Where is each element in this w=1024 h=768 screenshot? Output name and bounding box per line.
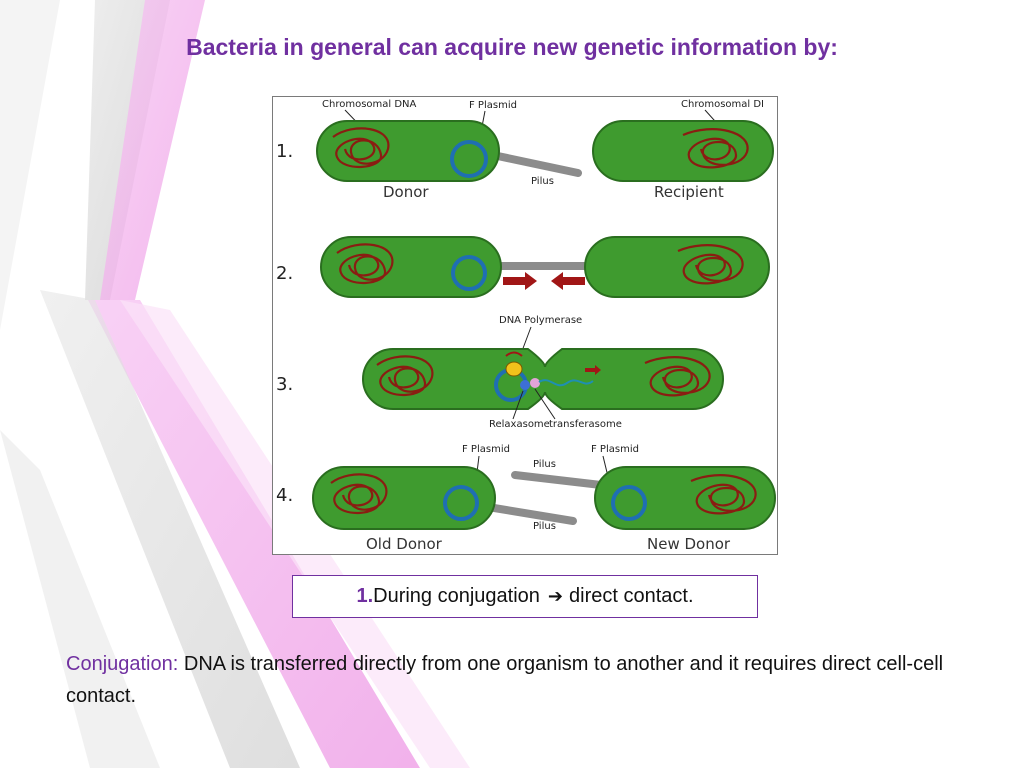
label-donor: Donor (383, 183, 429, 201)
chromosomal-dna (336, 243, 394, 285)
step-number-3: 3. (276, 374, 293, 395)
recipient-cell (584, 236, 770, 298)
pilus (484, 503, 577, 525)
pointer-transferasome (534, 388, 556, 420)
transfer-direction-arrow-icon (585, 365, 601, 375)
chromosomal-dna (644, 356, 711, 397)
chromosomal-dna (677, 244, 744, 285)
relaxasome (520, 380, 530, 390)
chromosomal-dna (376, 355, 434, 397)
f-plasmid (450, 140, 488, 178)
slide-title: Bacteria in general can acquire new gene… (186, 34, 838, 60)
definition-text: DNA is transferred directly from one org… (66, 653, 944, 707)
label-relaxasome: Relaxasome (489, 419, 550, 430)
label-f-plasmid-right: F Plasmid (591, 444, 639, 455)
note-box: 1. During conjugation ➔ direct contact. (292, 575, 758, 618)
chromosomal-dna (682, 128, 749, 169)
label-old-donor: Old Donor (366, 535, 443, 553)
arrow-right-icon (503, 272, 537, 290)
transferred-dna-strand (538, 379, 594, 387)
label-pilus-1: Pilus (531, 176, 554, 187)
label-dna-polymerase: DNA Polymerase (499, 315, 582, 326)
chromosomal-dna (690, 474, 757, 515)
recipient-cell (592, 120, 774, 182)
note-text-after: direct contact. (569, 585, 694, 607)
step-number-4: 4. (276, 485, 293, 506)
conjugation-diagram: 1. 2. 3. 4. Chromosomal DNA F Plasmid Ch… (272, 96, 778, 555)
label-chromosomal-dna-left: Chromosomal DNA (322, 99, 417, 110)
right-arrow-icon: ➔ (547, 586, 564, 606)
polymerase-direction-arrow-icon (505, 351, 523, 357)
label-f-plasmid-left: F Plasmid (462, 444, 510, 455)
label-pilus-4-bottom: Pilus (533, 521, 556, 532)
f-plasmid (443, 485, 479, 521)
transferasome (530, 378, 540, 388)
step-number-1: 1. (276, 141, 293, 162)
f-plasmid (611, 485, 647, 521)
dna-polymerase-enzyme (505, 361, 523, 377)
new-donor-cell (594, 466, 776, 530)
f-plasmid (451, 255, 487, 291)
note-number: 1. (356, 585, 374, 607)
label-f-plasmid-top: F Plasmid (469, 100, 517, 111)
chromosomal-dna (330, 473, 388, 515)
arrow-left-icon (551, 272, 585, 290)
label-transferasome: transferasome (549, 419, 622, 430)
chromosomal-dna (332, 127, 390, 169)
definition-term: Conjugation: (66, 653, 179, 675)
conjugation-definition: Conjugation: DNA is transferred directly… (66, 648, 966, 712)
pointer-relaxasome (512, 390, 524, 420)
label-chromosomal-dna-right: Chromosomal DI (681, 99, 764, 110)
step-number-2: 2. (276, 263, 293, 284)
label-new-donor: New Donor (647, 535, 731, 553)
pilus (489, 151, 582, 177)
note-text-before: During conjugation (373, 585, 540, 607)
mating-pair-cells (362, 348, 724, 410)
pilus (511, 471, 605, 489)
label-recipient: Recipient (654, 183, 724, 201)
label-pilus-4-top: Pilus (533, 459, 556, 470)
